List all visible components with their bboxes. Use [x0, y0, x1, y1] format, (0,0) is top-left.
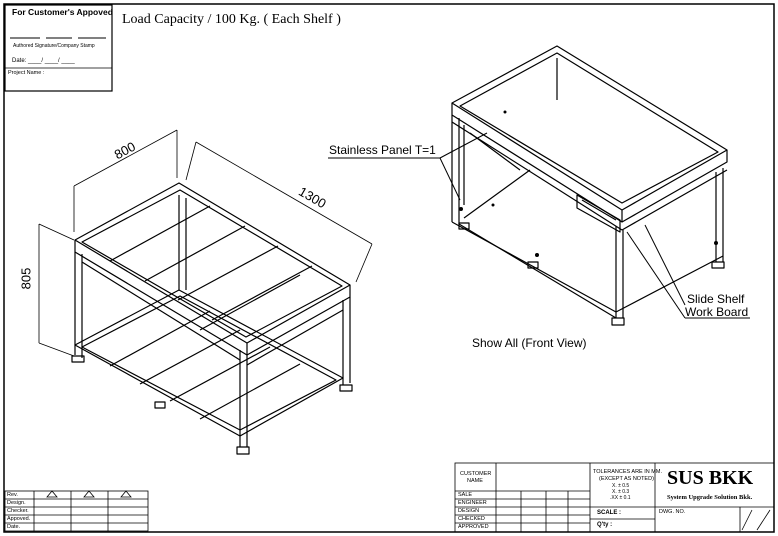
- slide-shelf-callout: Slide Shelf: [687, 292, 745, 306]
- rev-row-label: Date.: [7, 524, 21, 530]
- work-board-callout: Work Board: [685, 305, 749, 319]
- approval-project-label: Project Name :: [8, 70, 45, 76]
- view-caption: Show All (Front View): [472, 336, 587, 350]
- qty-label: Q'ty :: [597, 522, 613, 528]
- tolerance-xx: X. ± 0.3: [612, 489, 630, 495]
- sheet-border: [3, 3, 775, 533]
- role-label: SALE: [458, 492, 473, 498]
- open-frame-iso: [71, 182, 353, 455]
- cabinet-iso: [451, 45, 728, 326]
- revision-table: [4, 490, 149, 532]
- rev-row-label: Checker.: [7, 508, 29, 514]
- tolerance-xxx: .XX ± 0.1: [610, 495, 631, 501]
- dimension-lines-left: [38, 129, 373, 357]
- role-label: ENGINEER: [458, 500, 487, 506]
- rev-row-label: Rev.: [7, 492, 18, 498]
- cabinet-details: [459, 110, 718, 257]
- dimension-height: 805: [18, 267, 34, 290]
- callout-leaders: [328, 132, 750, 319]
- title-block-grid: [454, 462, 775, 533]
- tolerance-title: TOLERANCES ARE IN MM.: [593, 469, 662, 475]
- rev-row-label: Design.: [7, 500, 26, 506]
- approval-signature-label: Authored Signature/Company Stamp: [13, 43, 95, 49]
- customer-name-label: NAME: [467, 478, 483, 484]
- dwg-no-label: DWG. NO.: [659, 509, 686, 515]
- role-label: CHECKED: [458, 516, 485, 522]
- approval-date-label: Date: ____/ ____/ ____: [12, 58, 75, 64]
- approval-title: For Customer's Appoved: [12, 7, 113, 17]
- load-capacity-note: Load Capacity / 100 Kg. ( Each Shelf ): [122, 12, 341, 27]
- company-subtitle: System Upgrade Solution Bkk.: [667, 494, 753, 501]
- company-name: SUS BKK: [667, 467, 754, 489]
- tolerance-x: X. ± 0.5: [612, 483, 630, 489]
- customer-name-label: CUSTOMER: [460, 471, 492, 477]
- role-label: APPROVED: [458, 524, 489, 530]
- tolerance-subtitle: (EXCEPT AS NOTED): [599, 476, 654, 482]
- approval-box: [4, 4, 113, 92]
- role-label: DESIGN: [458, 508, 480, 514]
- rev-row-label: Appoved.: [7, 516, 31, 522]
- panel-callout: Stainless Panel T=1: [329, 143, 436, 157]
- scale-label: SCALE :: [597, 510, 621, 516]
